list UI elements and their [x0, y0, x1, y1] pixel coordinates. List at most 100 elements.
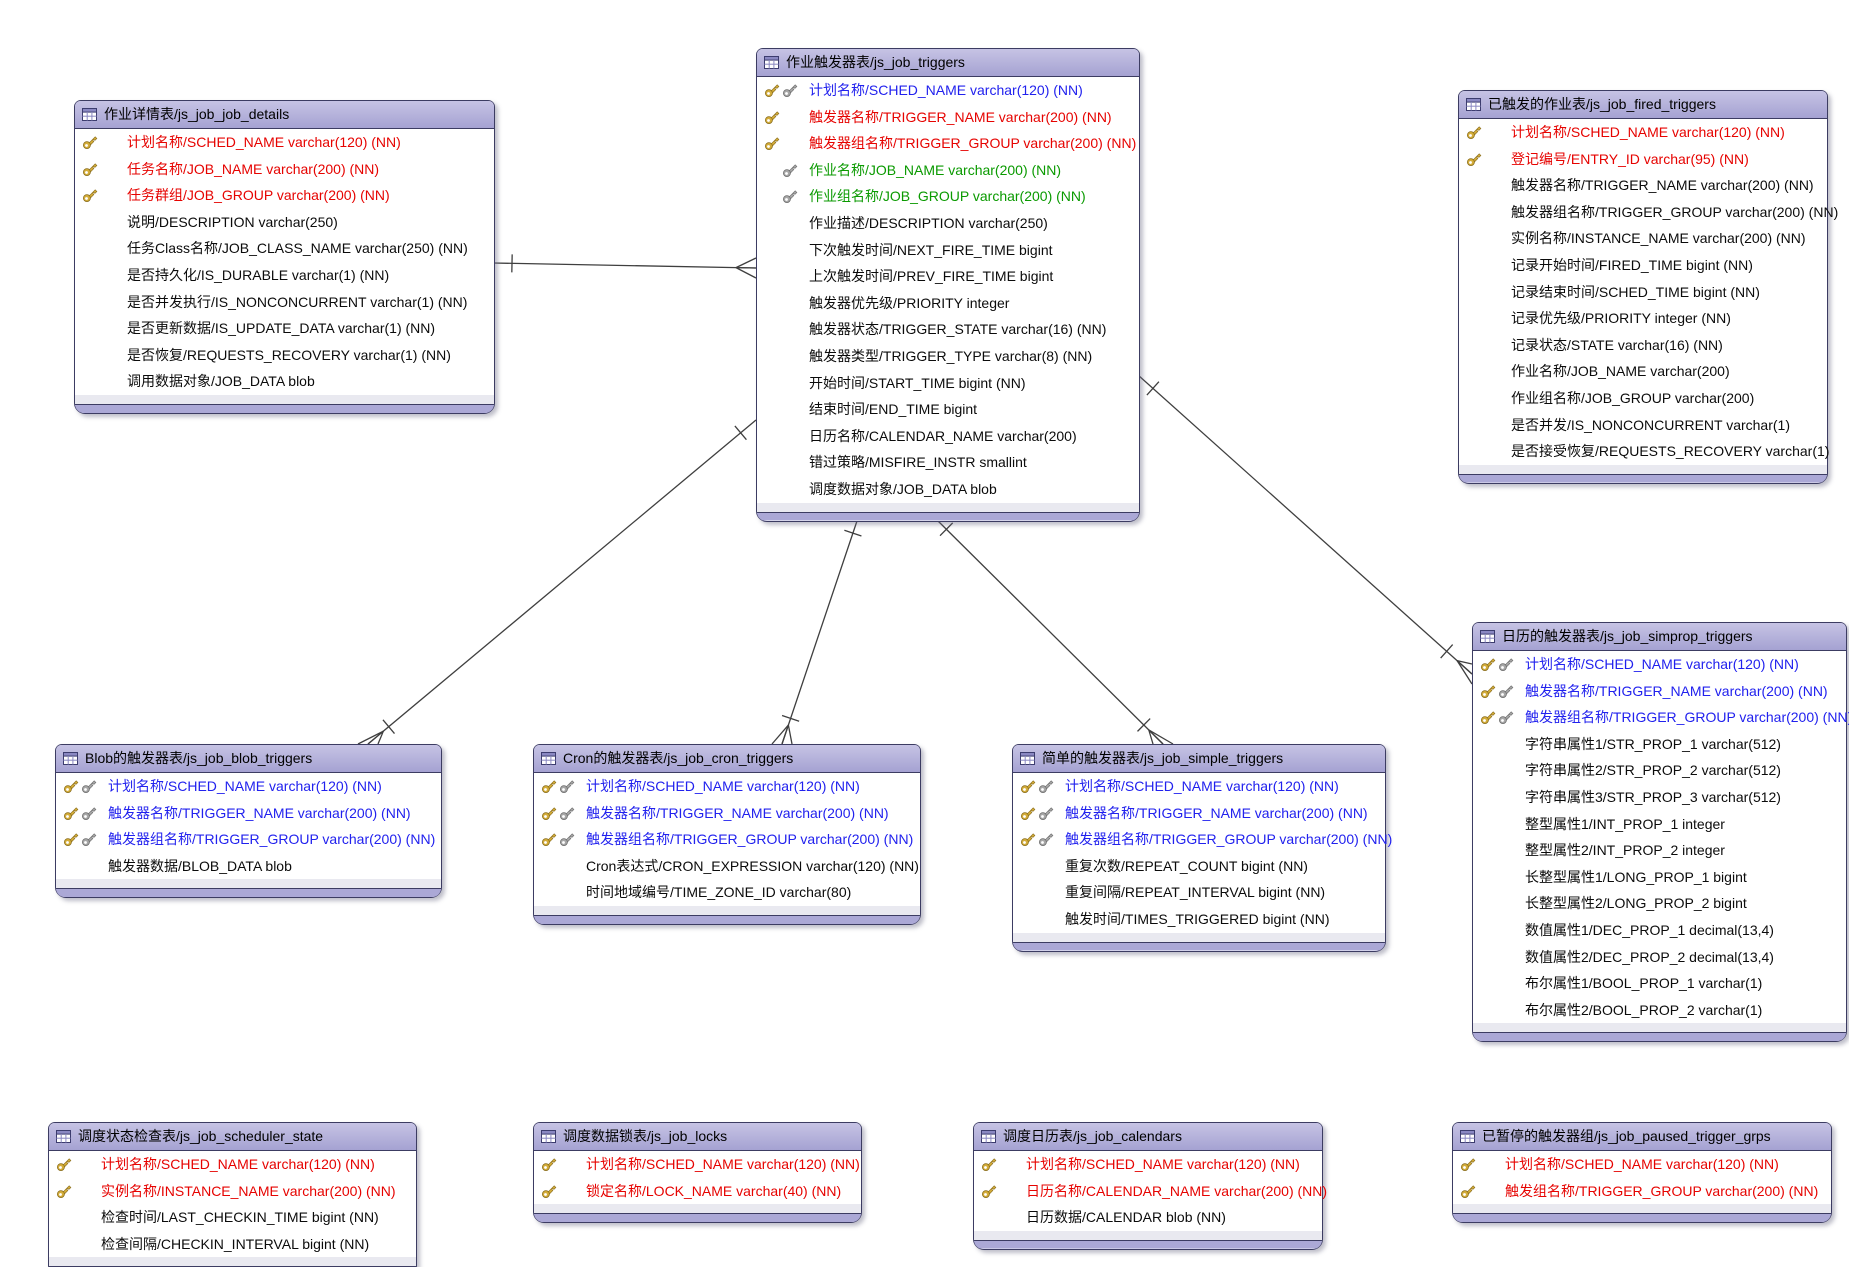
column-row[interactable]: 计划名称/SCHED_NAME varchar(120) (NN) [974, 1151, 1322, 1178]
column-row[interactable]: 是否恢复/REQUESTS_RECOVERY varchar(1) (NN) [75, 342, 494, 369]
table-header[interactable]: 已触发的作业表/js_job_fired_triggers [1459, 91, 1827, 119]
column-row[interactable]: 任务群组/JOB_GROUP varchar(200) (NN) [75, 182, 494, 209]
column-row[interactable]: 日历名称/CALENDAR_NAME varchar(200) [757, 423, 1139, 450]
column-row[interactable]: 触发器名称/TRIGGER_NAME varchar(200) (NN) [757, 104, 1139, 131]
table-header[interactable]: 调度数据锁表/js_job_locks [534, 1123, 861, 1151]
column-row[interactable]: 是否更新数据/IS_UPDATE_DATA varchar(1) (NN) [75, 315, 494, 342]
column-row[interactable]: 是否持久化/IS_DURABLE varchar(1) (NN) [75, 262, 494, 289]
column-row[interactable]: 触发器组名称/TRIGGER_GROUP varchar(200) (NN) [1473, 704, 1849, 731]
column-row[interactable]: 检查时间/LAST_CHECKIN_TIME bigint (NN) [49, 1204, 416, 1231]
column-row[interactable]: 触发器组名称/TRIGGER_GROUP varchar(200) (NN) [757, 130, 1139, 157]
column-row[interactable]: 说明/DESCRIPTION varchar(250) [75, 209, 494, 236]
column-row[interactable]: 触发器组名称/TRIGGER_GROUP varchar(200) (NN) [534, 826, 920, 853]
column-row[interactable]: 是否接受恢复/REQUESTS_RECOVERY varchar(1) [1459, 438, 1829, 465]
column-row[interactable]: 整型属性1/INT_PROP_1 integer [1473, 811, 1846, 838]
column-row[interactable]: 作业名称/JOB_NAME varchar(200) (NN) [757, 157, 1139, 184]
column-row[interactable]: 触发器组名称/TRIGGER_GROUP varchar(200) (NN) [56, 826, 441, 853]
column-row[interactable]: 计划名称/SCHED_NAME varchar(120) (NN) [1473, 651, 1846, 678]
column-row[interactable]: 记录结束时间/SCHED_TIME bigint (NN) [1459, 279, 1827, 306]
column-row[interactable]: 触发器数据/BLOB_DATA blob [56, 853, 441, 880]
column-row[interactable]: 计划名称/SCHED_NAME varchar(120) (NN) [534, 773, 920, 800]
column-row[interactable]: 计划名称/SCHED_NAME varchar(120) (NN) [757, 77, 1139, 104]
column-row[interactable]: 错过策略/MISFIRE_INSTR smallint [757, 449, 1139, 476]
column-row[interactable]: 任务名称/JOB_NAME varchar(200) (NN) [75, 156, 494, 183]
column-row[interactable]: 触发器名称/TRIGGER_NAME varchar(200) (NN) [1013, 800, 1385, 827]
column-row[interactable]: 整型属性2/INT_PROP_2 integer [1473, 837, 1846, 864]
column-row[interactable]: 重复次数/REPEAT_COUNT bigint (NN) [1013, 853, 1385, 880]
column-row[interactable]: 字符串属性1/STR_PROP_1 varchar(512) [1473, 731, 1846, 758]
column-row[interactable]: 计划名称/SCHED_NAME varchar(120) (NN) [534, 1151, 861, 1178]
column-row[interactable]: 上次触发时间/PREV_FIRE_TIME bigint [757, 263, 1139, 290]
column-row[interactable]: 触发器名称/TRIGGER_NAME varchar(200) (NN) [56, 800, 441, 827]
column-row[interactable]: 检查间隔/CHECKIN_INTERVAL bigint (NN) [49, 1231, 416, 1258]
column-row[interactable]: 记录优先级/PRIORITY integer (NN) [1459, 305, 1827, 332]
column-row[interactable]: 计划名称/SCHED_NAME varchar(120) (NN) [75, 129, 494, 156]
column-row[interactable]: 任务Class名称/JOB_CLASS_NAME varchar(250) (N… [75, 235, 494, 262]
column-row[interactable]: 下次触发时间/NEXT_FIRE_TIME bigint [757, 237, 1139, 264]
column-row[interactable]: 记录开始时间/FIRED_TIME bigint (NN) [1459, 252, 1827, 279]
table-header[interactable]: Cron的触发器表/js_job_cron_triggers [534, 745, 920, 773]
column-row[interactable]: 触发器类型/TRIGGER_TYPE varchar(8) (NN) [757, 343, 1139, 370]
column-row[interactable]: 作业组名称/JOB_GROUP varchar(200) [1459, 385, 1827, 412]
table-header[interactable]: 简单的触发器表/js_job_simple_triggers [1013, 745, 1385, 773]
column-row[interactable]: 是否并发执行/IS_NONCONCURRENT varchar(1) (NN) [75, 289, 494, 316]
column-row[interactable]: 重复间隔/REPEAT_INTERVAL bigint (NN) [1013, 879, 1385, 906]
table-header[interactable]: Blob的触发器表/js_job_blob_triggers [56, 745, 441, 773]
column-row[interactable]: 触发器名称/TRIGGER_NAME varchar(200) (NN) [1459, 172, 1827, 199]
relationship-js_job_triggers-to-js_job_simple_triggers[interactable] [934, 517, 1174, 745]
relationship-js_job_triggers-to-js_job_cron_triggers[interactable] [771, 517, 862, 745]
column-row[interactable]: 记录状态/STATE varchar(16) (NN) [1459, 332, 1827, 359]
column-row[interactable]: 是否并发/IS_NONCONCURRENT varchar(1) [1459, 412, 1827, 439]
column-row[interactable]: 计划名称/SCHED_NAME varchar(120) (NN) [49, 1151, 416, 1178]
column-row[interactable]: 计划名称/SCHED_NAME varchar(120) (NN) [1013, 773, 1385, 800]
column-row[interactable]: 触发组名称/TRIGGER_GROUP varchar(200) (NN) [1453, 1178, 1831, 1205]
column-row[interactable]: 计划名称/SCHED_NAME varchar(120) (NN) [56, 773, 441, 800]
column-row[interactable]: 实例名称/INSTANCE_NAME varchar(200) (NN) [49, 1178, 416, 1205]
column-row[interactable]: 计划名称/SCHED_NAME varchar(120) (NN) [1459, 119, 1827, 146]
column-row[interactable]: 锁定名称/LOCK_NAME varchar(40) (NN) [534, 1178, 861, 1205]
column-row[interactable]: 布尔属性2/BOOL_PROP_2 varchar(1) [1473, 997, 1846, 1024]
column-row[interactable]: 结束时间/END_TIME bigint [757, 396, 1139, 423]
column-row[interactable]: 触发器名称/TRIGGER_NAME varchar(200) (NN) [534, 800, 920, 827]
column-row[interactable]: 开始时间/START_TIME bigint (NN) [757, 370, 1139, 397]
column-row[interactable]: 触发器组名称/TRIGGER_GROUP varchar(200) (NN) [1013, 826, 1392, 853]
table-header[interactable]: 调度日历表/js_job_calendars [974, 1123, 1322, 1151]
column-row[interactable]: Cron表达式/CRON_EXPRESSION varchar(120) (NN… [534, 853, 920, 880]
column-row[interactable]: 布尔属性1/BOOL_PROP_1 varchar(1) [1473, 970, 1846, 997]
column-row[interactable]: 计划名称/SCHED_NAME varchar(120) (NN) [1453, 1151, 1831, 1178]
relationship-js_job_triggers-to-js_job_simprop_triggers[interactable] [1137, 374, 1473, 685]
column-row[interactable]: 数值属性2/DEC_PROP_2 decimal(13,4) [1473, 944, 1846, 971]
table-header[interactable]: 作业详情表/js_job_job_details [75, 101, 494, 129]
column-row[interactable]: 触发时间/TIMES_TRIGGERED bigint (NN) [1013, 906, 1385, 933]
column-row[interactable]: 触发器组名称/TRIGGER_GROUP varchar(200) (NN) [1459, 199, 1838, 226]
column-row[interactable]: 触发器优先级/PRIORITY integer [757, 290, 1139, 317]
column-row[interactable]: 作业名称/JOB_NAME varchar(200) [1459, 358, 1827, 385]
table-header[interactable]: 作业触发器表/js_job_triggers [757, 49, 1139, 77]
column-row[interactable]: 触发器名称/TRIGGER_NAME varchar(200) (NN) [1473, 678, 1846, 705]
column-row[interactable]: 长整型属性1/LONG_PROP_1 bigint [1473, 864, 1846, 891]
column-row[interactable]: 实例名称/INSTANCE_NAME varchar(200) (NN) [1459, 225, 1827, 252]
column-row[interactable]: 调度数据对象/JOB_DATA blob [757, 476, 1139, 503]
column-row[interactable]: 时间地域编号/TIME_ZONE_ID varchar(80) [534, 879, 920, 906]
column-row[interactable]: 长整型属性2/LONG_PROP_2 bigint [1473, 890, 1846, 917]
column-row[interactable]: 登记编号/ENTRY_ID varchar(95) (NN) [1459, 146, 1827, 173]
column-row[interactable]: 作业组名称/JOB_GROUP varchar(200) (NN) [757, 183, 1139, 210]
relationship-js_job_job_details-to-js_job_triggers[interactable] [492, 254, 757, 279]
column-row[interactable]: 数值属性1/DEC_PROP_1 decimal(13,4) [1473, 917, 1846, 944]
column-row[interactable]: 字符串属性3/STR_PROP_3 varchar(512) [1473, 784, 1846, 811]
column-row[interactable]: 日历数据/CALENDAR blob (NN) [974, 1204, 1322, 1231]
column-row[interactable]: 字符串属性2/STR_PROP_2 varchar(512) [1473, 757, 1846, 784]
column-row[interactable]: 触发器状态/TRIGGER_STATE varchar(16) (NN) [757, 316, 1139, 343]
table-header[interactable]: 调度状态检查表/js_job_scheduler_state [49, 1123, 416, 1151]
relationship-js_job_triggers-to-js_job_blob_triggers[interactable] [357, 419, 757, 745]
column-row[interactable]: 调用数据对象/JOB_DATA blob [75, 368, 494, 395]
